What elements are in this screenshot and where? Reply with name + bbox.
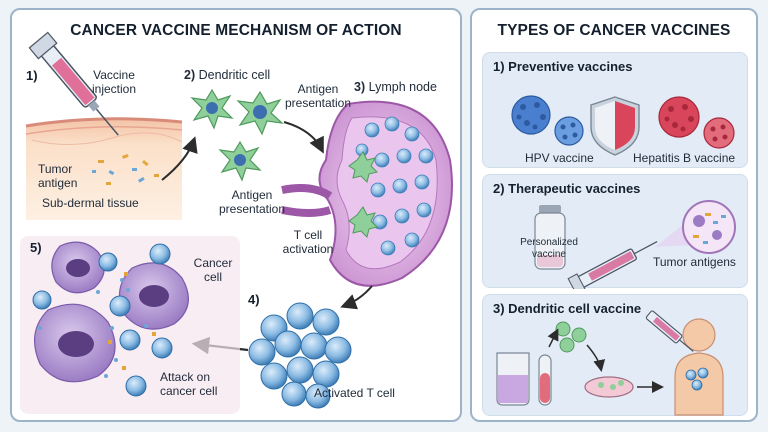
dendritic-cell-vaccine-illustration [496, 310, 724, 416]
vaccine-types-panel: TYPES OF CANCER VACCINES 1) Preventive v… [470, 8, 758, 422]
step4-number: 4) [248, 292, 260, 307]
activated-t-cell-cluster-icon [248, 302, 352, 409]
therapeutic-vaccines-illustration [534, 200, 736, 289]
arrow-step1-to-step2 [161, 136, 198, 181]
lymph-node-icon [281, 100, 453, 287]
test-tube-icon [538, 354, 552, 406]
antigen-particles [92, 153, 159, 185]
beaker-icon [496, 352, 530, 406]
mechanism-title: CANCER VACCINE MECHANISM OF ACTION [70, 22, 402, 39]
antigen-presentation-label-step2: Antigen presentation [218, 188, 286, 216]
tumor-antigen-magnifier-icon [682, 200, 736, 254]
petri-dish-icon [584, 376, 634, 398]
step1-number: 1) [26, 68, 38, 83]
subdermal-tissue-label: Sub-dermal tissue [42, 196, 139, 210]
tumor-antigen-label: Tumor antigen [38, 162, 78, 190]
shield-icon [590, 96, 640, 156]
cancer-cell-label: Cancer cell [193, 256, 233, 284]
hpv-virus-icon [511, 95, 584, 146]
step5-number: 5) [30, 240, 42, 255]
patient-body-icon [674, 318, 724, 416]
vaccine-vial-icon [534, 205, 566, 270]
dendritic-cells-icon [555, 321, 587, 353]
therapeutic-syringe-icon [567, 240, 658, 289]
lymph-node-label: 3) Lymph node [354, 80, 437, 94]
dendritic-syringe-icon [645, 310, 694, 352]
dendritic-cell-vaccine-card: 3) Dendritic cell vaccine [482, 294, 748, 416]
activated-t-cell-label: Activated T cell [314, 386, 395, 400]
hepatitis-b-vaccine-label: Hepatitis B vaccine [633, 151, 736, 165]
antigen-presentation-label-step3: Antigen presentation [284, 82, 352, 110]
arrow-step3-to-step4 [340, 285, 373, 310]
attack-on-cancer-cell-label: Attack on cancer cell [160, 370, 218, 398]
therapeutic-vaccines-card: 2) Therapeutic vaccines [482, 174, 748, 289]
hpv-vaccine-label: HPV vaccine [525, 151, 594, 165]
hepatitis-b-virus-icon [658, 96, 735, 149]
preventive-vaccines-title: 1) Preventive vaccines [493, 59, 633, 74]
mechanism-panel: CANCER VACCINE MECHANISM OF ACTION [10, 8, 462, 422]
dendritic-cell-vaccine-title: 3) Dendritic cell vaccine [493, 301, 642, 316]
personalized-vaccine-label: Personalized vaccine [520, 237, 578, 260]
t-cell-activation-label: T cell activation [282, 228, 334, 256]
tumor-antigens-label: Tumor antigens [653, 255, 736, 269]
mechanism-illustration [20, 31, 453, 414]
vaccine-types-title: TYPES OF CANCER VACCINES [497, 22, 731, 39]
preventive-vaccines-card: 1) Preventive vaccines HPV vaccine Hepat… [482, 52, 748, 168]
vaccine-injection-label: Vaccine injection [91, 68, 137, 96]
cancer-cell-attack-illustration [20, 236, 240, 414]
arrow-step2-to-step3 [283, 121, 324, 154]
subdermal-tissue [25, 117, 183, 220]
therapeutic-vaccines-title: 2) Therapeutic vaccines [493, 181, 641, 196]
dendritic-cell-label: 2) Dendritic cell [184, 68, 271, 82]
vaccine-syringe-icon [28, 31, 119, 136]
preventive-vaccines-illustration [511, 95, 735, 156]
dendritic-cell-icon [190, 88, 284, 182]
